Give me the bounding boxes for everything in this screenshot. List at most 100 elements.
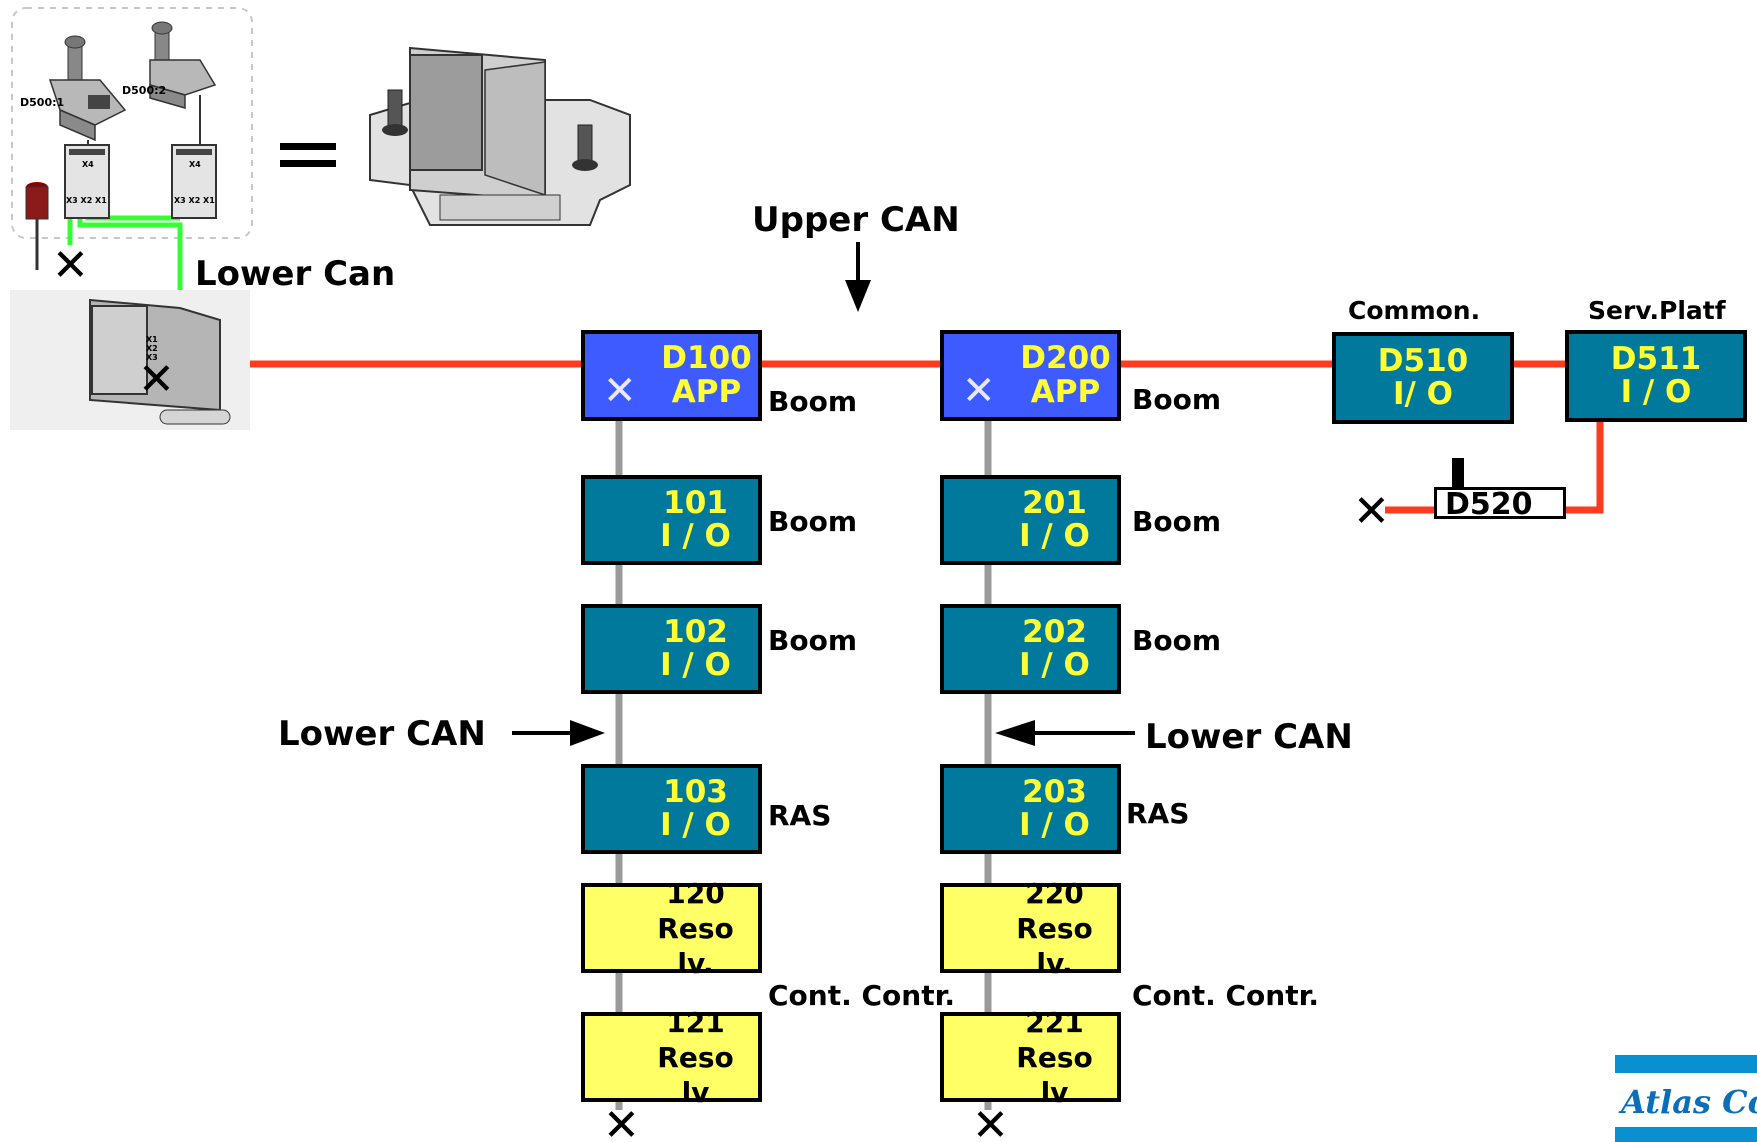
module-120-id: 120	[666, 876, 725, 910]
terminator-cab-panel: ✕	[138, 354, 175, 405]
module-103-id: 103	[663, 773, 728, 810]
logo-bar-bottom	[1615, 1127, 1757, 1142]
d500-1-label: D500:1	[20, 96, 65, 109]
cab-module-1-icon	[64, 144, 110, 219]
lower-can-left-label: Lower CAN	[278, 714, 486, 754]
module-202-type: I / O	[1019, 647, 1090, 683]
module-101-type: I / O	[660, 518, 731, 554]
joystick-d500-2-icon	[149, 21, 217, 148]
module-103[interactable]: 103 I / O	[581, 764, 762, 854]
module-121-id: 121	[666, 1005, 725, 1039]
module-d510-type: I/ O	[1392, 376, 1453, 412]
joystick-d500-1-icon	[48, 35, 127, 150]
module-d100-type: APP	[671, 373, 742, 410]
cont-contr-2-label: Cont. Contr.	[1132, 979, 1320, 1012]
ras-103-label: RAS	[768, 799, 832, 832]
terminator-chain-1: ✕	[603, 1100, 640, 1142]
module-220-sub: lv.	[1036, 946, 1073, 980]
ras-203-label: RAS	[1126, 797, 1190, 830]
boom-101-label: Boom	[768, 505, 857, 538]
cont-contr-1-label: Cont. Contr.	[768, 979, 956, 1012]
x4-a-label: X4	[82, 160, 94, 169]
logo-text: Atlas Cop	[1621, 1083, 1757, 1121]
x4-b-label: X4	[189, 160, 201, 169]
module-221-id: 221	[1025, 1005, 1084, 1039]
module-d200-x-icon: ✕	[962, 368, 996, 414]
boom-202-label: Boom	[1132, 624, 1221, 657]
module-202[interactable]: 202 I / O	[940, 604, 1121, 694]
module-201-id: 201	[1022, 484, 1087, 521]
module-203[interactable]: 203 I / O	[940, 764, 1121, 854]
module-d200[interactable]: D200 APP ✕	[940, 330, 1121, 421]
d520-stub	[1452, 458, 1464, 490]
boom-d100-label: Boom	[768, 385, 857, 418]
module-103-type: I / O	[660, 807, 731, 843]
module-d510-id: D510	[1377, 342, 1469, 379]
boom-201-label: Boom	[1132, 505, 1221, 538]
control-panel-left-icon	[10, 290, 250, 430]
module-120[interactable]: 120 Reso lv.	[581, 877, 762, 980]
module-d100-x-icon: ✕	[603, 368, 637, 414]
module-101-id: 101	[663, 484, 728, 521]
x2-label: X2	[146, 344, 158, 353]
x1-label: X1	[146, 335, 158, 344]
lower-can-left-arrowhead	[570, 720, 605, 746]
module-221-sub: lv	[1040, 1075, 1069, 1109]
lower-can-right-arrowhead	[995, 720, 1035, 746]
lower-can-top-label: Lower Can	[195, 254, 396, 294]
operator-panel-icon	[369, 46, 631, 226]
module-102-type: I / O	[660, 647, 731, 683]
module-120-sub: lv.	[677, 946, 714, 980]
module-220[interactable]: 220 Reso lv.	[940, 877, 1121, 980]
terminator-estop: ✕	[52, 240, 89, 291]
module-d200-type: APP	[1030, 373, 1101, 410]
module-120-type: Reso	[657, 911, 734, 945]
d520-right-wire	[1565, 418, 1604, 514]
upper-can-arrowhead	[845, 280, 871, 312]
module-102[interactable]: 102 I / O	[581, 604, 762, 694]
cab-module-2-icon	[171, 144, 217, 219]
module-221-type: Reso	[1016, 1040, 1093, 1074]
module-220-type: Reso	[1016, 911, 1093, 945]
module-d520[interactable]: D520	[1434, 487, 1566, 520]
equals-bar-top	[280, 143, 336, 150]
d500-2-label: D500:2	[122, 84, 167, 97]
module-d511-id: D511	[1610, 340, 1702, 377]
module-203-id: 203	[1022, 773, 1087, 810]
logo-bar-top	[1615, 1055, 1757, 1073]
module-203-type: I / O	[1019, 807, 1090, 843]
module-121-sub: lv	[681, 1075, 710, 1109]
x3x2x1-a-label: X3 X2 X1	[66, 196, 107, 205]
module-220-id: 220	[1025, 876, 1084, 910]
emergency-stop-icon	[25, 182, 49, 270]
module-101[interactable]: 101 I / O	[581, 475, 762, 565]
module-d511-type: I / O	[1620, 374, 1692, 410]
upper-can-label: Upper CAN	[752, 200, 960, 240]
atlas-copco-logo: Atlas Cop	[1615, 1055, 1757, 1142]
module-102-id: 102	[663, 613, 728, 650]
module-121-type: Reso	[657, 1040, 734, 1074]
module-202-id: 202	[1022, 613, 1087, 650]
terminator-d520: ✕	[1353, 486, 1390, 537]
x3x2x1-b-label: X3 X2 X1	[174, 196, 215, 205]
x3-label: X3	[146, 353, 158, 362]
module-d200-id: D200	[1020, 340, 1111, 377]
module-d100[interactable]: D100 APP ✕	[581, 330, 762, 421]
serv-platf-label: Serv.Platf	[1588, 296, 1726, 325]
module-121[interactable]: 121 Reso lv	[581, 1006, 762, 1109]
cab-group-outline	[11, 7, 253, 239]
boom-d200-label: Boom	[1132, 383, 1221, 416]
module-d510[interactable]: D510 I/ O	[1332, 332, 1514, 424]
module-201[interactable]: 201 I / O	[940, 475, 1121, 565]
module-d511[interactable]: D511 I / O	[1565, 330, 1747, 422]
common-label: Common.	[1348, 296, 1481, 325]
boom-102-label: Boom	[768, 624, 857, 657]
module-d100-id: D100	[661, 340, 752, 377]
equals-bar-bottom	[280, 160, 336, 167]
module-221[interactable]: 221 Reso lv	[940, 1006, 1121, 1109]
lower-can-right-label: Lower CAN	[1145, 717, 1353, 757]
terminator-chain-2: ✕	[972, 1100, 1009, 1142]
module-201-type: I / O	[1019, 518, 1090, 554]
